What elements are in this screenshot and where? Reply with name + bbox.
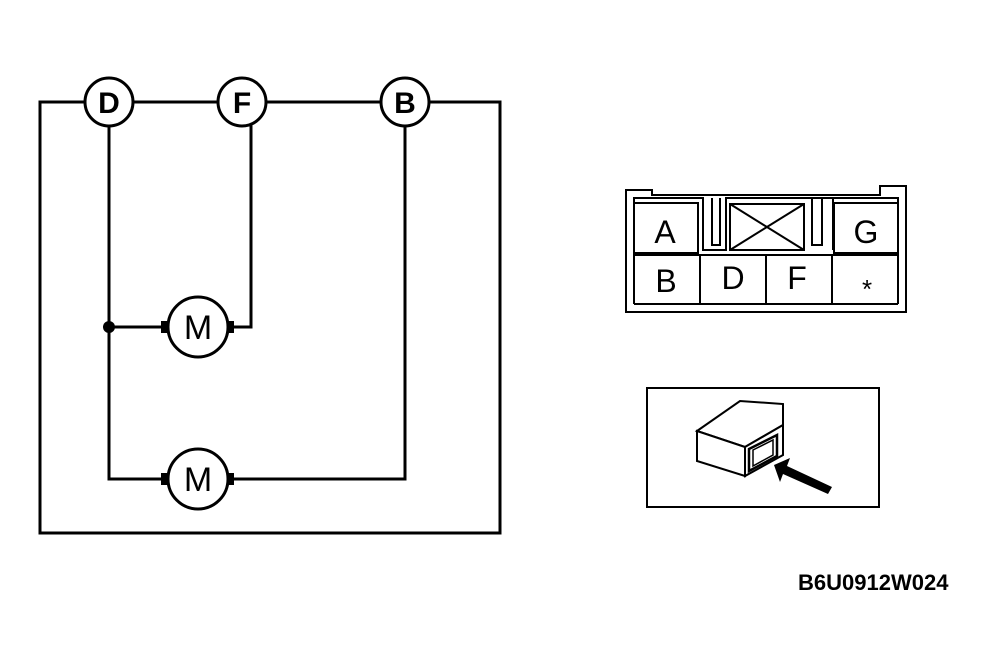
module-box-icon [694, 399, 784, 478]
pin-f-label: F [787, 260, 807, 296]
pin-b-label: B [655, 263, 676, 299]
motor-upper: M [161, 295, 234, 359]
wire-f-to-upper-motor [231, 125, 253, 329]
view-direction-arrow-icon [774, 458, 832, 494]
diagram-code: B6U0912W024 [798, 570, 949, 595]
pin-unused-label: * [862, 274, 872, 304]
terminal-f-label: F [233, 87, 251, 120]
pin-d-label: D [721, 260, 744, 296]
motor-upper-label: M [184, 309, 212, 347]
motor-lower-label: M [184, 461, 212, 499]
connector-housing [625, 185, 907, 313]
terminal-b: B [379, 76, 431, 128]
pin-g-label: G [854, 214, 879, 250]
connector-inner-border [633, 197, 899, 304]
pin-a-label: A [654, 214, 676, 250]
terminal-b-label: B [394, 87, 416, 120]
terminal-d: D [83, 76, 135, 128]
outer-loop-wire [38, 100, 502, 535]
terminal-f: F [216, 76, 268, 128]
wire-b-to-lower-motor [231, 125, 407, 481]
motor-lower: M [161, 447, 234, 511]
blank-cavity-x [729, 203, 805, 251]
connector-pin-view: A G B D F * [625, 185, 907, 313]
illustration-frame [646, 387, 880, 508]
connector-view-illustration [646, 387, 880, 508]
circuit-schematic: D F B M M [38, 76, 502, 535]
terminal-d-label: D [98, 87, 120, 120]
